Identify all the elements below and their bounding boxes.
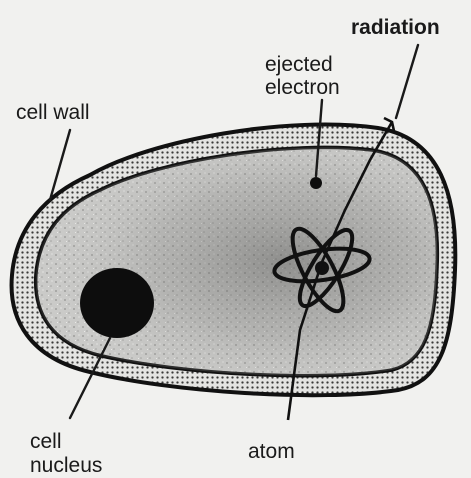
cell-nucleus [80, 268, 154, 338]
ejected-electron-label-line2: electron [265, 76, 340, 99]
atom-label: atom [248, 440, 295, 463]
cell-nucleus-label-line1: cell [30, 430, 62, 453]
cell-nucleus-label-line2: nucleus [30, 454, 102, 477]
radiation-label: radiation [351, 16, 440, 39]
radiation-leader-line [396, 45, 418, 118]
ejected-electron-label-line1: ejected [265, 53, 333, 76]
ejected-electron-dot [310, 177, 322, 189]
cell-wall-label: cell wall [16, 101, 90, 124]
